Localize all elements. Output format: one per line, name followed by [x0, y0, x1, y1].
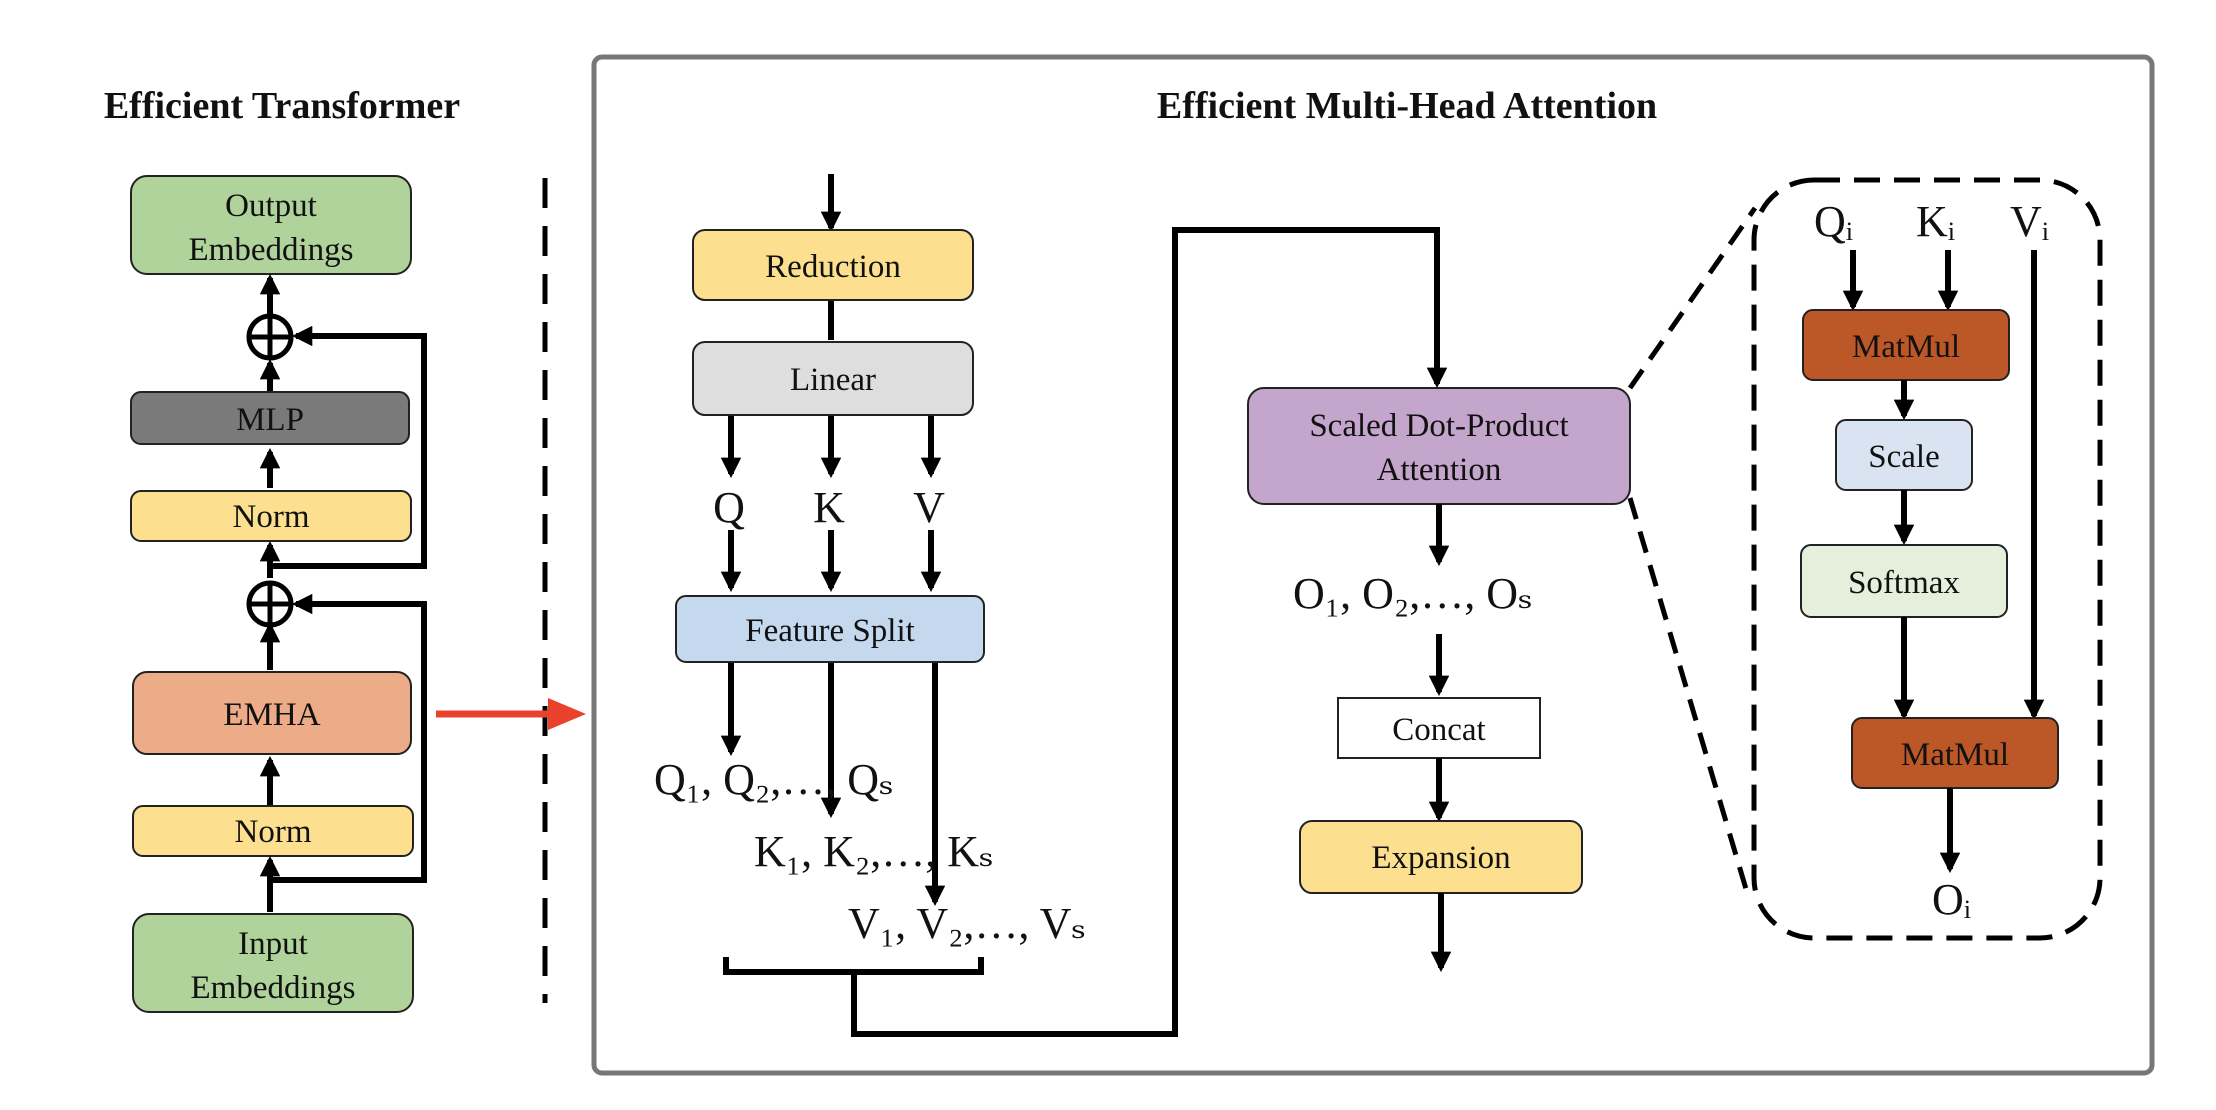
ki-label: Kᵢ — [1916, 197, 1955, 246]
mlp-box — [130, 391, 410, 445]
v-label: V — [913, 483, 945, 532]
bracket — [723, 957, 984, 975]
matmul-bottom-label: MatMul — [1901, 737, 2009, 773]
add-icon — [246, 313, 294, 361]
norm-top-box — [130, 490, 412, 542]
sdpa-detail-border — [1751, 177, 2103, 941]
k-list-label: K₁, K₂,…, Kₛ — [754, 827, 994, 876]
q-label: Q — [713, 483, 745, 532]
output-embeddings-line1: Output — [225, 188, 317, 224]
red-arrow-icon — [436, 698, 586, 730]
emha-label: EMHA — [223, 697, 320, 733]
norm-top-label: Norm — [233, 499, 310, 535]
feature-split-label: Feature Split — [745, 613, 915, 649]
input-embeddings-line2: Embeddings — [191, 970, 356, 1006]
connector-to-sdpa — [851, 227, 1448, 1037]
qi-text: Qᵢ — [1814, 197, 1853, 246]
qi-label: Qᵢ — [1814, 197, 1853, 246]
expansion-label: Expansion — [1371, 840, 1510, 876]
o-list-label: O₁, O₂,…, Oₛ — [1293, 569, 1533, 618]
oi-label: Oᵢ — [1932, 875, 1971, 924]
q-list-label: Q₁, Q₂,…, Qₛ — [654, 755, 894, 804]
linear-box — [692, 341, 974, 416]
oi-text: Oᵢ — [1932, 875, 1971, 924]
sdpa-line2: Attention — [1377, 452, 1502, 488]
output-embeddings-box — [130, 175, 412, 275]
sdpa-detail: Qᵢ Kᵢ Vᵢ MatMul Scale Softmax MatMul Oᵢ — [1751, 177, 2103, 941]
k-label: K — [813, 483, 845, 532]
matmul-bottom-box — [1851, 717, 2059, 789]
norm-bottom-label: Norm — [235, 814, 312, 850]
feature-split-box — [675, 595, 985, 663]
add-icon — [246, 580, 294, 628]
emha-panel-border — [591, 54, 2155, 1076]
residual-skip-lower — [270, 593, 427, 883]
matmul-top-label: MatMul — [1852, 329, 1960, 365]
concat-box — [1337, 697, 1541, 759]
left-title: Efficient Transformer — [104, 85, 460, 127]
mlp-label: MLP — [236, 402, 304, 438]
norm-bottom-box — [132, 805, 414, 857]
input-embeddings-line1: Input — [238, 926, 308, 962]
reduction-box — [692, 229, 974, 301]
sdpa-line1: Scaled Dot-Product — [1309, 408, 1568, 444]
concat-label: Concat — [1392, 712, 1485, 748]
vi-label: Vᵢ — [2010, 197, 2049, 246]
right-title: Efficient Multi-Head Attention — [1157, 85, 1657, 127]
emha-box — [132, 671, 412, 755]
scale-label: Scale — [1868, 439, 1939, 475]
emha-left-column: Reduction Linear Q K V Feature Split Q₁,… — [654, 174, 1448, 1037]
zoom-line-top — [1627, 206, 1758, 390]
emha-middle-column: Scaled Dot-Product Attention O₁, O₂,…, O… — [1247, 387, 1631, 973]
zoom-line-bottom — [1627, 497, 1749, 890]
input-embeddings-box — [132, 913, 414, 1013]
output-embeddings-line2: Embeddings — [189, 232, 354, 268]
vi-text: Vᵢ — [2010, 197, 2049, 246]
ki-text: Kᵢ — [1916, 197, 1955, 246]
v-list-label: V₁, V₂,…, Vₛ — [848, 899, 1086, 948]
softmax-label: Softmax — [1848, 565, 1960, 601]
linear-label: Linear — [790, 362, 876, 398]
residual-skip-upper — [270, 325, 427, 569]
reduction-label: Reduction — [765, 249, 901, 285]
transformer-block: Output Embeddings MLP Norm EMHA Norm Inp… — [130, 175, 427, 1013]
